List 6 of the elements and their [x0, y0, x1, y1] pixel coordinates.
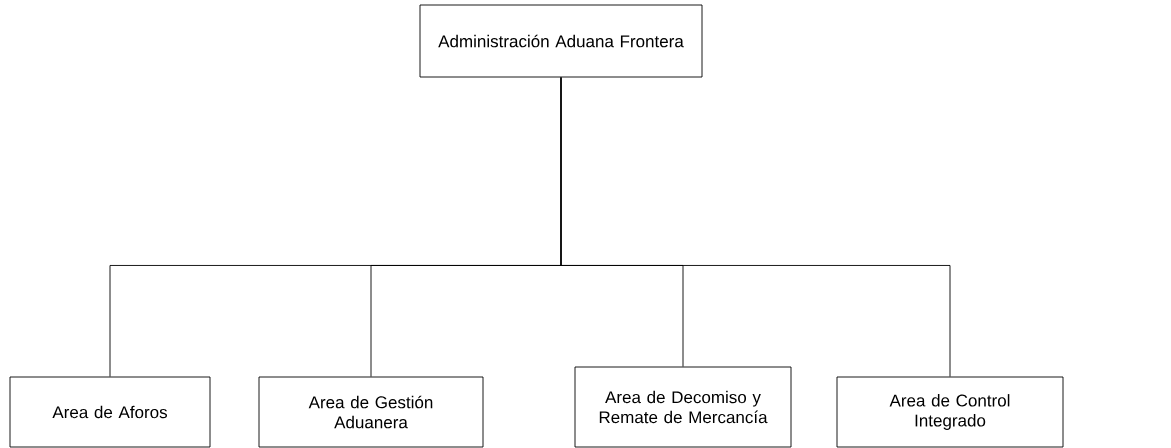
org-box: Area de Decomiso y Remate de Mercancía	[574, 366, 792, 448]
org-box: Area de Aforos	[9, 376, 211, 448]
org-box: Area de Gestión Aduanera	[258, 376, 484, 448]
org-box: Administración Aduana Frontera	[419, 4, 703, 78]
connector-line	[560, 77, 951, 377]
org-box: Area de Control Integrado	[836, 376, 1064, 448]
